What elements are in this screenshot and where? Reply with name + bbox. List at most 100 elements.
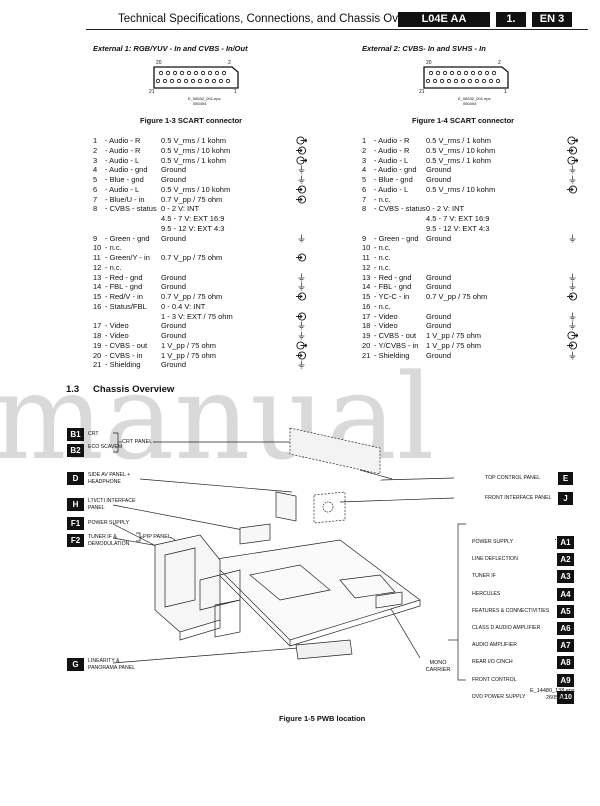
chapter-badge: 1.: [496, 12, 526, 27]
pin-value: 0.5 V_rms / 1 kohm: [426, 136, 492, 145]
panel-code-f2: F2: [67, 534, 84, 547]
pin-2-label: 2: [498, 60, 501, 66]
panel-label-d: SIDE AV PANEL + HEADPHONE: [88, 472, 131, 485]
pin-number: 16: [362, 301, 371, 311]
pin-row: 10- n.c.: [93, 243, 308, 253]
pin-number: 20: [93, 350, 102, 360]
signal-in-icon: [567, 292, 578, 301]
pin-signal: - Video: [374, 321, 398, 331]
ground-icon: [296, 360, 307, 369]
panel-code-e: E: [558, 472, 573, 485]
model-badge: L04E AA: [398, 12, 490, 27]
signal-in-icon: [567, 185, 578, 194]
module-label-a6: CLASS D AUDIO AMPLIFIER: [472, 625, 541, 631]
module-code-a2: A2: [557, 553, 574, 567]
panel-label-h: LTI/CTI INTERFACE PANEL: [88, 498, 136, 511]
pin-row: 9.5 - 12 V: EXT 4:3: [93, 224, 308, 234]
mono-carrier-label: MONO CARRIER: [425, 660, 451, 673]
pin-value: Ground: [161, 233, 187, 243]
panel-code-b2: B2: [67, 444, 84, 457]
pin-number: 20: [362, 340, 371, 350]
pin-number: 15: [93, 292, 102, 301]
ground-icon: [567, 282, 578, 291]
panel-code-f1: F1: [67, 517, 84, 530]
pin-signal: - Green/Y - in: [105, 253, 150, 262]
pin-signal: - n.c.: [374, 262, 391, 272]
module-code-a5: A5: [557, 604, 574, 618]
pin-signal: - Audio - gnd: [374, 165, 417, 175]
pin-value: 0.5 V_rms / 1 kohm: [161, 155, 227, 165]
signal-in-icon: [296, 311, 307, 321]
pin-signal: - n.c.: [374, 243, 391, 253]
fig5-filename: E_14480_138.eps: [530, 688, 575, 694]
ground-icon: [567, 165, 578, 174]
page-number-badge: EN 3: [532, 12, 572, 27]
pin-row: 15- YC-C - in 0.7 V_pp / 75 ohm: [362, 292, 580, 302]
pin-number: 11: [362, 253, 370, 262]
module-code-a4: A4: [557, 587, 574, 601]
pin-number: 7: [362, 194, 367, 204]
pin-value: 1 V_pp / 75 ohm: [161, 350, 217, 360]
pin-row: 9.5 - 12 V: EXT 4:3: [362, 224, 580, 234]
module-code-a9: A9: [557, 673, 574, 687]
pin-number: 15: [362, 292, 371, 301]
pin-value: Ground: [426, 321, 452, 331]
signal-in-icon: [296, 185, 307, 194]
ext1-title: External 1: RGB/YUV - In and CVBS - In/O…: [93, 44, 248, 53]
pin-value: 1 V_pp / 75 ohm: [161, 340, 217, 350]
eps-date: 050404: [193, 101, 207, 106]
ground-icon: [296, 282, 307, 291]
pin-number: 14: [93, 282, 102, 292]
signal-in-icon: [296, 146, 307, 155]
pip-panel-label: PIP PANEL: [143, 534, 171, 540]
pin-value: Ground: [426, 282, 452, 292]
pin-row: 16- n.c.: [362, 302, 580, 312]
pin-20-label: 20: [156, 60, 162, 66]
pin-value: Ground: [161, 165, 187, 175]
module-label-a7: AUDIO AMPLIFIER: [472, 642, 517, 649]
pin-number: 3: [93, 155, 98, 165]
pin-value: 9.5 - 12 V: EXT 4:3: [161, 223, 225, 233]
pin-number: 5: [93, 175, 98, 184]
pin-number: 10: [362, 243, 371, 253]
signal-in-icon: [296, 350, 307, 360]
ground-icon: [567, 321, 578, 330]
panel-code-d: D: [67, 472, 84, 485]
pin-value: Ground: [426, 350, 452, 360]
pin-value: 1 - 3 V: EXT / 75 ohm: [161, 311, 233, 321]
pin-value: 0.7 V_pp / 75 ohm: [426, 292, 488, 301]
pin-2-label: 2: [228, 60, 231, 66]
signal-in-icon: [296, 292, 307, 301]
pin-value: Ground: [161, 331, 187, 340]
pin-value: 0.5 V_rms / 10 kohm: [161, 145, 231, 155]
pin-signal: - Shielding: [374, 350, 410, 360]
pin-number: 21: [362, 350, 371, 360]
module-label-a1: POWER SUPPLY: [472, 539, 514, 545]
panel-label-j: FRONT INTERFACE PANEL: [485, 495, 552, 501]
pin-number: 13: [362, 272, 371, 282]
pin-number: 4: [362, 165, 367, 175]
pin-value: 4.5 - 7 V: EXT 16:9: [426, 214, 490, 223]
pin-value: Ground: [426, 233, 452, 243]
pin-signal: - n.c.: [374, 301, 391, 311]
module-code-a6: A6: [557, 622, 574, 635]
pin-signal: - FBL - gnd: [105, 282, 143, 292]
eps-date: 050404: [463, 101, 477, 106]
pin-signal: - YC-C - in: [374, 292, 410, 301]
pin-number: 8: [93, 204, 98, 214]
pin-value: Ground: [426, 311, 452, 321]
pin-signal: - Blue - gnd: [105, 175, 144, 184]
